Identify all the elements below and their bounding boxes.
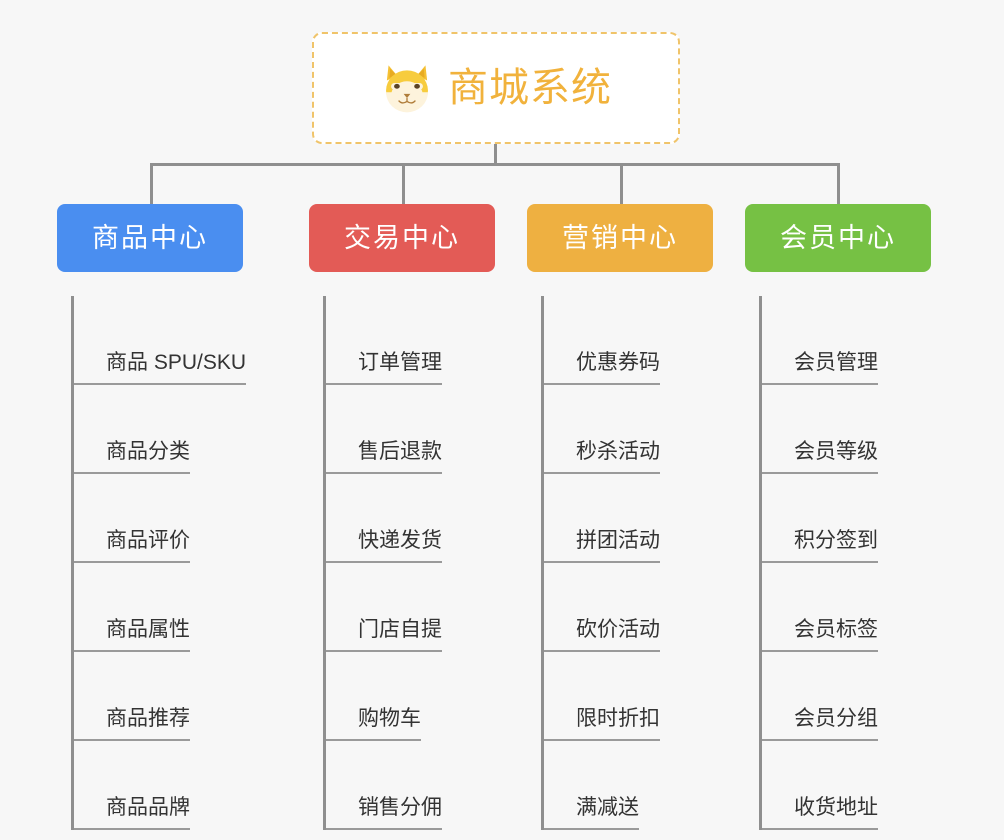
sub-item-list: 会员管理 会员等级 积分签到 会员标签 会员分组 收货地址 — [759, 296, 931, 830]
connector-drop-1 — [150, 163, 153, 205]
category-title: 营销中心 — [562, 222, 678, 253]
category-header-product-center[interactable]: 商品中心 — [57, 204, 243, 272]
sub-item-label: 商品品牌 — [106, 795, 190, 830]
root-title: 商城系统 — [448, 66, 612, 110]
sub-item-label: 限时折扣 — [576, 706, 660, 741]
sub-item-label: 订单管理 — [358, 350, 442, 385]
connector-drop-2 — [402, 163, 405, 205]
list-item[interactable]: 限时折扣 — [544, 652, 713, 741]
sub-item-label: 会员管理 — [794, 350, 878, 385]
list-item[interactable]: 购物车 — [326, 652, 495, 741]
sub-item-label: 秒杀活动 — [576, 439, 660, 474]
list-item[interactable]: 商品 SPU/SKU — [74, 296, 247, 385]
sub-item-label: 满减送 — [576, 795, 639, 830]
category-title: 会员中心 — [780, 222, 896, 253]
connector-root-stem — [494, 144, 497, 166]
list-item[interactable]: 会员管理 — [762, 296, 931, 385]
list-item[interactable]: 优惠券码 — [544, 296, 713, 385]
sub-item-list: 优惠券码 秒杀活动 拼团活动 砍价活动 限时折扣 满减送 — [541, 296, 713, 830]
shiba-dog-face-icon — [386, 65, 428, 113]
sub-item-label: 会员等级 — [794, 439, 878, 474]
branch-product-center: 商品中心 商品 SPU/SKU 商品分类 商品评价 商品属性 商品推荐 商品品牌 — [57, 204, 247, 830]
sub-item-label: 门店自提 — [358, 617, 442, 652]
list-item[interactable]: 秒杀活动 — [544, 385, 713, 474]
sub-item-label: 积分签到 — [794, 528, 878, 563]
sub-item-label: 购物车 — [358, 706, 421, 741]
sub-item-label: 商品评价 — [106, 528, 190, 563]
list-item[interactable]: 收货地址 — [762, 741, 931, 830]
sub-item-label: 收货地址 — [794, 795, 878, 830]
list-item[interactable]: 会员等级 — [762, 385, 931, 474]
list-item[interactable]: 售后退款 — [326, 385, 495, 474]
list-item[interactable]: 快递发货 — [326, 474, 495, 563]
sub-item-label: 商品 SPU/SKU — [106, 350, 247, 385]
sub-item-list: 订单管理 售后退款 快递发货 门店自提 购物车 销售分佣 — [323, 296, 495, 830]
list-item[interactable]: 商品属性 — [74, 563, 243, 652]
list-item[interactable]: 商品推荐 — [74, 652, 243, 741]
category-header-trade-center[interactable]: 交易中心 — [309, 204, 495, 272]
list-item[interactable]: 门店自提 — [326, 563, 495, 652]
category-title: 商品中心 — [92, 222, 208, 253]
list-item[interactable]: 会员标签 — [762, 563, 931, 652]
list-item[interactable]: 积分签到 — [762, 474, 931, 563]
list-item[interactable]: 商品品牌 — [74, 741, 243, 830]
sub-item-label: 售后退款 — [358, 439, 442, 474]
list-item[interactable]: 拼团活动 — [544, 474, 713, 563]
category-header-member-center[interactable]: 会员中心 — [745, 204, 931, 272]
list-item[interactable]: 会员分组 — [762, 652, 931, 741]
sub-item-label: 商品分类 — [106, 439, 190, 474]
sub-item-label: 拼团活动 — [576, 528, 660, 563]
list-item[interactable]: 砍价活动 — [544, 563, 713, 652]
sub-item-label: 销售分佣 — [358, 795, 442, 830]
root-node[interactable]: 商城系统 — [312, 32, 680, 144]
list-item[interactable]: 商品分类 — [74, 385, 243, 474]
connector-bus — [150, 163, 840, 166]
list-item[interactable]: 订单管理 — [326, 296, 495, 385]
sub-item-label: 优惠券码 — [576, 350, 660, 385]
branch-marketing-center: 营销中心 优惠券码 秒杀活动 拼团活动 砍价活动 限时折扣 满减送 — [527, 204, 713, 830]
sub-item-label: 砍价活动 — [576, 617, 660, 652]
sub-item-label: 快递发货 — [358, 528, 442, 563]
list-item[interactable]: 满减送 — [544, 741, 713, 830]
connector-drop-3 — [620, 163, 623, 205]
connector-drop-4 — [837, 163, 840, 205]
category-header-marketing-center[interactable]: 营销中心 — [527, 204, 713, 272]
branch-member-center: 会员中心 会员管理 会员等级 积分签到 会员标签 会员分组 收货地址 — [745, 204, 931, 830]
list-item[interactable]: 销售分佣 — [326, 741, 495, 830]
sub-item-label: 商品属性 — [106, 617, 190, 652]
sub-item-label: 商品推荐 — [106, 706, 190, 741]
branch-trade-center: 交易中心 订单管理 售后退款 快递发货 门店自提 购物车 销售分佣 — [309, 204, 495, 830]
list-item[interactable]: 商品评价 — [74, 474, 243, 563]
sub-item-label: 会员标签 — [794, 617, 878, 652]
sub-item-label: 会员分组 — [794, 706, 878, 741]
sub-item-list: 商品 SPU/SKU 商品分类 商品评价 商品属性 商品推荐 商品品牌 — [71, 296, 247, 830]
category-title: 交易中心 — [344, 222, 460, 253]
